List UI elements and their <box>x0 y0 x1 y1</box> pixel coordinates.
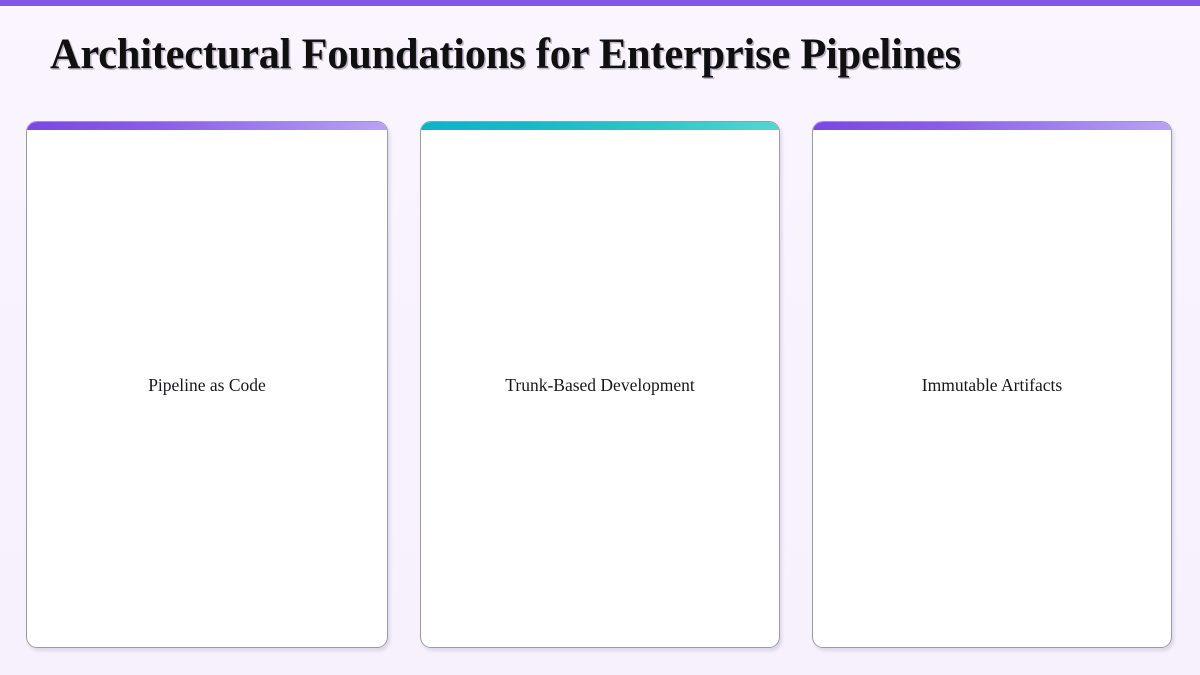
card-accent-bar <box>27 122 387 130</box>
top-accent-bar <box>0 0 1200 6</box>
card-accent-bar <box>813 122 1171 130</box>
card-accent-bar <box>421 122 779 130</box>
card-label: Pipeline as Code <box>148 374 266 395</box>
page-title: Architectural Foundations for Enterprise… <box>50 31 961 78</box>
card-trunk-based-development[interactable]: Trunk-Based Development <box>420 121 780 648</box>
card-row: Pipeline as Code Trunk-Based Development… <box>26 121 1172 648</box>
card-label: Trunk-Based Development <box>505 374 695 395</box>
card-immutable-artifacts[interactable]: Immutable Artifacts <box>812 121 1172 648</box>
card-label: Immutable Artifacts <box>921 374 1063 395</box>
card-pipeline-as-code[interactable]: Pipeline as Code <box>26 121 388 648</box>
